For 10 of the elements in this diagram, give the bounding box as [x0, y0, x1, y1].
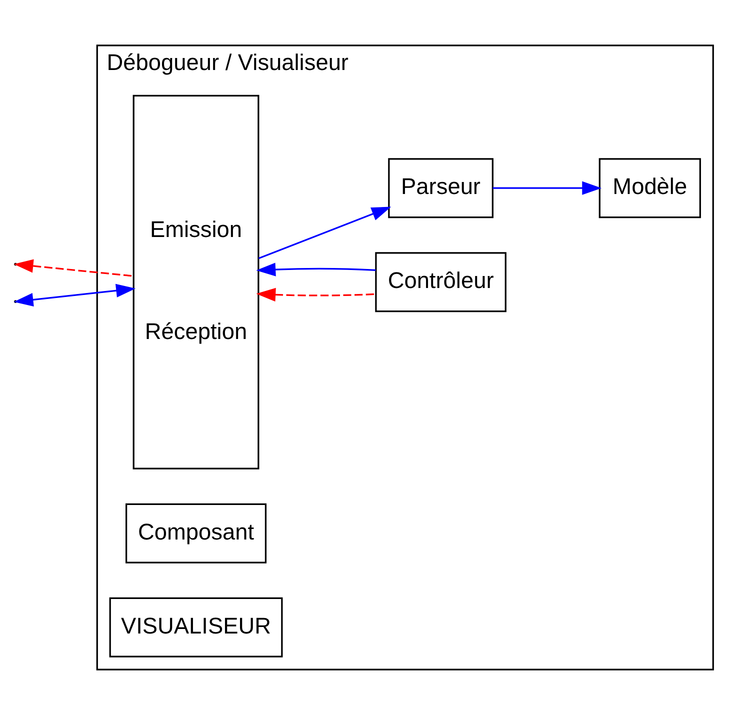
node-box: Modèle: [598, 158, 701, 218]
node-box: Emission Réception: [132, 94, 260, 470]
arrow: [256, 262, 376, 276]
node-box: Parseur: [388, 158, 494, 218]
arrow: [256, 288, 376, 302]
arrow: [258, 206, 392, 260]
node-box: Contrôleur: [375, 252, 506, 312]
arrow: [492, 181, 602, 195]
node-box: Composant: [126, 503, 267, 564]
node-box: VISUALISEUR: [109, 597, 283, 658]
